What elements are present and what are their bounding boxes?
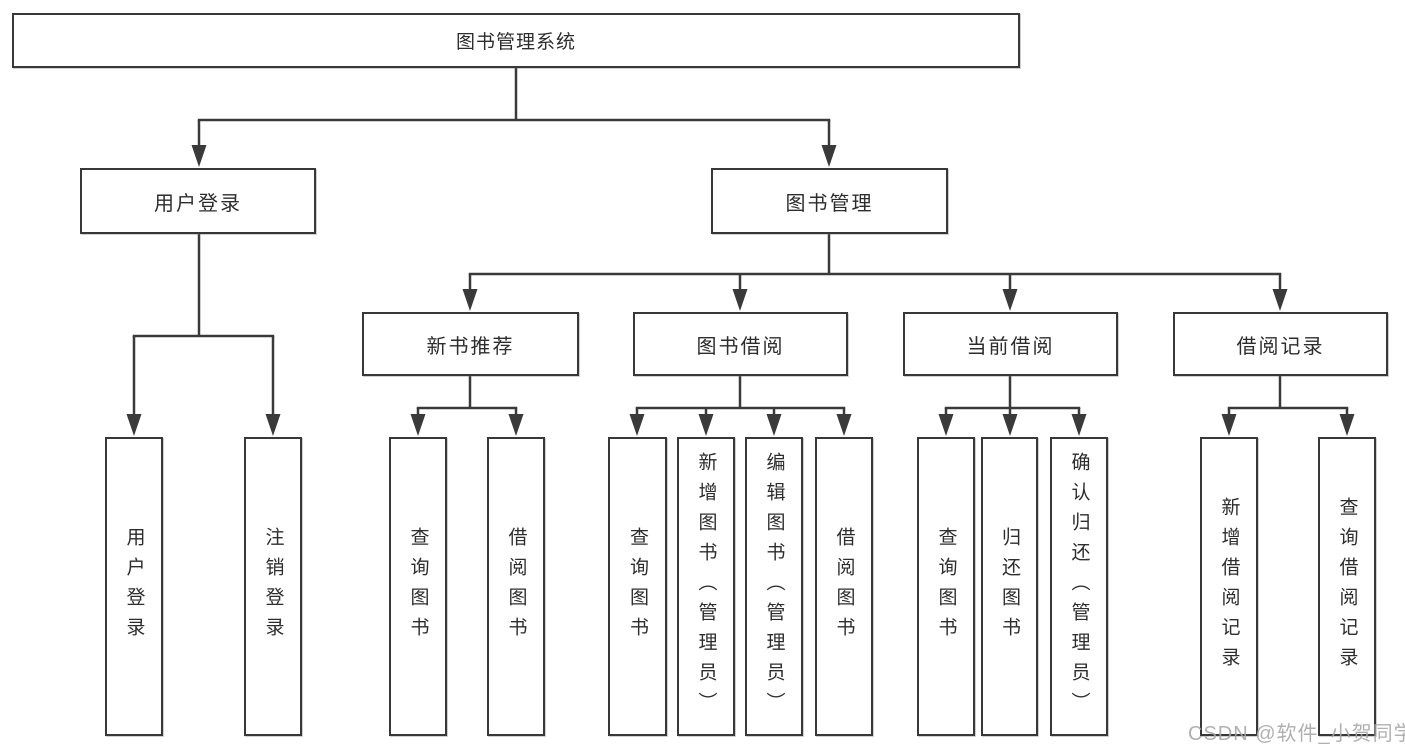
node-current-borrowing: 当前借阅 <box>903 312 1118 376</box>
leaf-add-borrow-record: 新增借阅记录 <box>1200 437 1258 736</box>
node-book-borrowing-label: 图书借阅 <box>696 335 785 358</box>
node-book-management: 图书管理 <box>711 168 948 234</box>
leaf-user-login: 用户登录 <box>105 437 163 736</box>
connector-root-to-branches <box>191 68 837 167</box>
leaf-query-borrow-record-label: 查询借阅记录 <box>1336 496 1358 677</box>
node-root-label: 图书管理系统 <box>455 32 576 53</box>
node-book-borrowing: 图书借阅 <box>633 312 848 376</box>
leaf-query-book-current: 查询图书 <box>917 437 975 736</box>
leaf-borrow-book-recommend: 借阅图书 <box>487 437 545 736</box>
leaf-confirm-return-admin: 确认归还（管理员） <box>1050 437 1108 736</box>
connector-book-management-to-children <box>462 234 1288 311</box>
leaf-confirm-return-admin-label: 确认归还（管理员） <box>1068 451 1090 722</box>
node-current-borrowing-label: 当前借阅 <box>966 335 1055 358</box>
connector-new-book-to-leaves <box>410 376 524 436</box>
connector-current-borrowing-to-leaves <box>938 376 1087 436</box>
leaf-query-book-recommend-label: 查询图书 <box>407 526 429 647</box>
node-book-management-label: 图书管理 <box>785 192 874 215</box>
leaf-query-book-borrowing: 查询图书 <box>608 437 667 736</box>
leaf-add-book-admin: 新增图书（管理员） <box>677 437 735 736</box>
leaf-add-book-admin-label: 新增图书（管理员） <box>695 451 717 722</box>
node-borrowing-records: 借阅记录 <box>1173 312 1388 376</box>
leaf-logout-label: 注销登录 <box>262 526 284 647</box>
leaf-return-book: 归还图书 <box>981 437 1038 736</box>
leaf-query-book-recommend: 查询图书 <box>389 437 447 736</box>
node-borrowing-records-label: 借阅记录 <box>1236 335 1325 358</box>
node-user-login-label: 用户登录 <box>154 192 242 215</box>
connector-borrowing-records-to-leaves <box>1221 376 1355 436</box>
leaf-borrow-book-label: 借阅图书 <box>833 526 855 647</box>
leaf-query-borrow-record: 查询借阅记录 <box>1318 437 1376 736</box>
node-new-book-recommendation: 新书推荐 <box>362 312 579 376</box>
leaf-edit-book-admin-label: 编辑图书（管理员） <box>763 451 785 722</box>
leaf-user-login-label: 用户登录 <box>123 526 145 647</box>
leaf-query-book-current-label: 查询图书 <box>935 526 957 647</box>
connector-book-borrowing-to-leaves <box>629 376 852 436</box>
node-root-system: 图书管理系统 <box>12 13 1020 68</box>
leaf-logout: 注销登录 <box>244 437 302 736</box>
leaf-query-book-borrowing-label: 查询图书 <box>627 526 648 647</box>
leaf-edit-book-admin: 编辑图书（管理员） <box>745 437 803 736</box>
leaf-return-book-label: 归还图书 <box>999 526 1020 647</box>
leaf-borrow-book: 借阅图书 <box>815 437 873 736</box>
connector-user-login-to-leaves <box>126 234 281 436</box>
leaf-borrow-book-recommend-label: 借阅图书 <box>505 526 527 647</box>
csdn-watermark: CSDN @软件_小贺同学 <box>1188 723 1405 745</box>
node-new-book-recommendation-label: 新书推荐 <box>426 335 515 358</box>
node-user-login: 用户登录 <box>80 168 316 234</box>
leaf-add-borrow-record-label: 新增借阅记录 <box>1218 496 1240 677</box>
